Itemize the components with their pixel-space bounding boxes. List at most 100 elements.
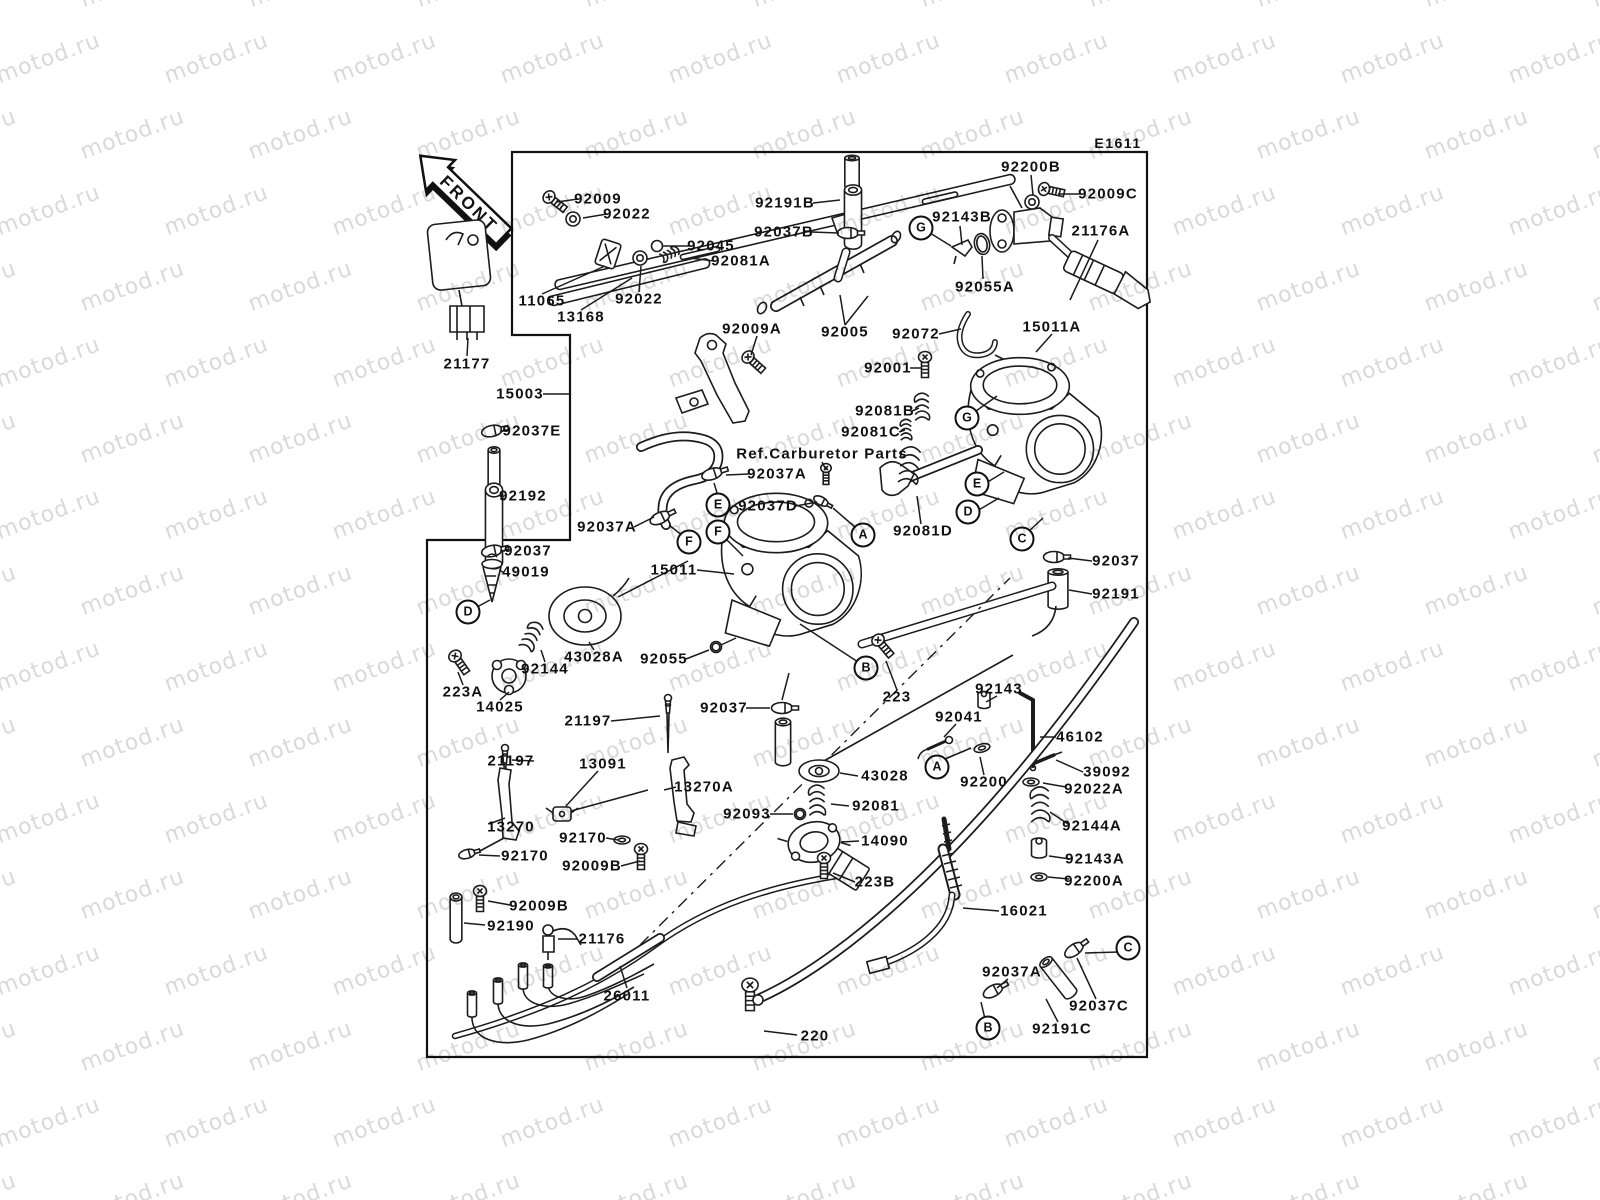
part-label: 49019 [502, 563, 550, 581]
part-label: 92022 [603, 205, 651, 223]
cable-16021 [867, 819, 962, 973]
callout-letter: A [924, 754, 950, 780]
collar-92143A [1032, 838, 1047, 858]
part-label: 92170 [559, 829, 607, 847]
part-label: 26011 [603, 987, 651, 1005]
callout-letter: G [954, 405, 980, 431]
part-label: 92009B [562, 857, 622, 875]
part-label: 46102 [1056, 728, 1104, 746]
callout-letter: C [1115, 935, 1141, 961]
cover-14090 [776, 815, 853, 869]
part-label: 21197 [564, 712, 612, 730]
part-label: 14025 [476, 698, 524, 716]
part-label: 15011 [650, 561, 698, 579]
part-label: 92170 [501, 847, 549, 865]
part-label: 16021 [1000, 902, 1048, 920]
part-label: 13091 [579, 755, 627, 773]
linkage-arm [753, 622, 1134, 1005]
callout-letter: B [853, 655, 879, 681]
part-label: 43028A [564, 648, 624, 666]
part-label: 14090 [861, 832, 909, 850]
part-label: 15003 [496, 385, 544, 403]
part-label: 21176A [1071, 222, 1131, 240]
part-label: 92081C [841, 423, 901, 441]
part-label: 11065 [518, 292, 566, 310]
part-label: 43028 [861, 767, 909, 785]
part-label: 21197 [487, 752, 535, 770]
part-label: 92143A [1065, 850, 1125, 868]
collar-92143 [978, 692, 990, 709]
part-label: 220 [800, 1027, 830, 1045]
part-label: 92190 [487, 917, 535, 935]
part-label: 92055A [955, 278, 1015, 296]
part-label: 92009C [1078, 185, 1138, 203]
part-label: 92045 [687, 237, 735, 255]
part-label: 92009A [722, 320, 782, 338]
sensor-21176 [543, 925, 581, 960]
callout-letter: C [1009, 526, 1035, 552]
part-label: 13168 [557, 308, 605, 326]
part-label: 92037 [504, 542, 552, 560]
callout-letter: E [705, 492, 731, 518]
part-label: 92144 [521, 660, 569, 678]
part-label: 92037C [1069, 997, 1129, 1015]
cable-tie-92072 [960, 314, 1007, 361]
callout-letter: D [955, 499, 981, 525]
part-label: 92037E [502, 422, 562, 440]
part-label: 92022 [615, 290, 663, 308]
part-label: 92200A [1064, 872, 1124, 890]
part-label: 39092 [1083, 763, 1131, 781]
part-label: 15011A [1022, 318, 1082, 336]
part-label: 92191B [755, 194, 815, 212]
part-label: 92037 [700, 699, 748, 717]
part-label: 92072 [892, 325, 940, 343]
diaphragm-43028 [799, 760, 839, 782]
sensor-assembly [990, 208, 1078, 262]
plug-cap-21176A [1061, 247, 1157, 312]
part-label: 92041 [935, 708, 983, 726]
part-label: 92081A [711, 252, 771, 270]
part-label: 13270A [674, 778, 734, 796]
callout-letter: A [850, 522, 876, 548]
bracket-92009A [676, 334, 749, 423]
part-label: 92005 [821, 323, 869, 341]
harness-26011 [455, 844, 870, 1042]
part-label: 92144A [1062, 817, 1122, 835]
part-label: 92022A [1064, 780, 1124, 798]
carburetor-15011 [720, 492, 863, 648]
needle-seat-49019 [482, 554, 502, 602]
damper-11065 [594, 239, 621, 270]
part-label: 92009B [509, 897, 569, 915]
part-label: 92192 [499, 487, 547, 505]
part-label: 223A [442, 683, 484, 701]
diagram-code: E1611 [1094, 135, 1142, 151]
part-label: 92081D [893, 522, 953, 540]
part-label: 92191 [1092, 585, 1140, 603]
part-label: 92081 [852, 797, 900, 815]
part-label: 92200 [960, 773, 1008, 791]
part-label: 92191C [1032, 1020, 1092, 1038]
callout-letter: E [964, 471, 990, 497]
leader-lines [458, 175, 1119, 1035]
clamp-13091 [546, 807, 578, 821]
part-label: 92001 [864, 359, 912, 377]
part-label: 13270 [487, 818, 535, 836]
part-label: 92143 [975, 680, 1023, 698]
part-label: 92037D [738, 497, 798, 515]
callout-letter: F [676, 529, 702, 555]
part-label: 92037A [982, 963, 1042, 981]
diaphragm-43028A [549, 578, 629, 645]
part-label: 92037A [577, 518, 637, 536]
part-label: 21176 [578, 930, 626, 948]
part-label: 223 [882, 688, 912, 706]
part-label: 92200B [1001, 158, 1061, 176]
part-label: 92037A [747, 465, 807, 483]
part-label: 92037 [1092, 552, 1140, 570]
part-label: 223B [854, 873, 896, 891]
pipe-92005 [756, 230, 903, 315]
part-label: 92081B [855, 402, 915, 420]
part-label: 92143B [932, 208, 992, 226]
pump-cover-14025 [492, 659, 526, 695]
